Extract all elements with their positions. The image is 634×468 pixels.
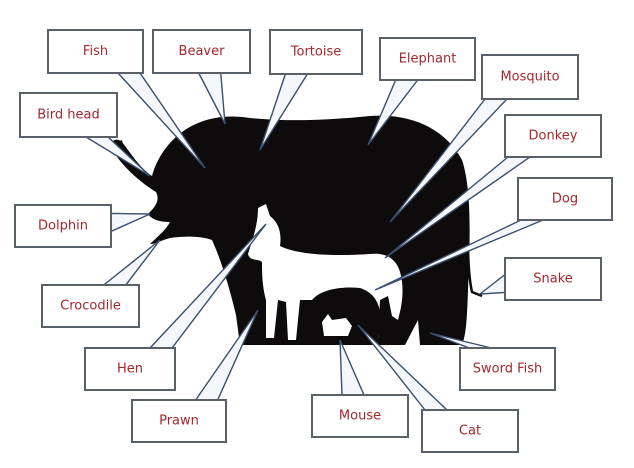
lower-animals: [312, 287, 380, 340]
label-box: [84, 347, 176, 391]
pointer-line: [477, 273, 506, 295]
label-dolphin: Dolphin: [38, 219, 88, 234]
label-box: [14, 204, 112, 248]
pointer-line: [101, 239, 161, 286]
pointer-line: [116, 72, 206, 169]
callout-prawn: Prawn: [131, 309, 259, 443]
callout-snake: Snake: [477, 257, 602, 301]
label-elephant: Elephant: [399, 52, 457, 67]
callout-dolphin: Dolphin: [14, 204, 151, 248]
callout-hen: Hen: [84, 223, 267, 391]
label-box: [504, 114, 602, 158]
pointer-line: [197, 72, 226, 125]
callout-mosquito: Mosquito: [389, 54, 579, 223]
label-box: [19, 92, 118, 138]
pointer-line: [194, 309, 259, 401]
label-snake: Snake: [533, 272, 573, 287]
callout-dog: Dog: [374, 177, 613, 291]
label-box: [131, 399, 227, 443]
label-box: [504, 257, 602, 301]
label-box: [269, 29, 363, 75]
label-box: [47, 29, 144, 74]
callout-elephant: Elephant: [367, 37, 476, 146]
label-dog: Dog: [552, 192, 578, 207]
label-mosquito: Mosquito: [500, 70, 559, 85]
callout-crocodile: Crocodile: [41, 239, 161, 328]
label-box: [421, 409, 519, 453]
label-box: [152, 29, 251, 74]
label-fish: Fish: [83, 44, 108, 59]
label-box: [311, 394, 409, 438]
label-donkey: Donkey: [529, 129, 578, 144]
callout-cat: Cat: [357, 324, 519, 453]
label-sword-fish: Sword Fish: [473, 362, 543, 377]
label-cat: Cat: [459, 424, 481, 439]
label-beaver: Beaver: [179, 44, 226, 59]
callout-beaver: Beaver: [152, 29, 251, 125]
label-crocodile: Crocodile: [60, 299, 121, 314]
pointer-line: [110, 212, 151, 233]
label-bird-head: Bird head: [37, 108, 100, 123]
callout-tortoise: Tortoise: [259, 29, 363, 151]
label-box: [459, 347, 556, 391]
callout-donkey: Donkey: [384, 114, 602, 259]
label-mouse: Mouse: [339, 409, 381, 424]
label-prawn: Prawn: [159, 414, 199, 429]
callout-sword-fish: Sword Fish: [429, 332, 556, 391]
donkey-silhouette: [248, 204, 403, 340]
label-box: [517, 177, 613, 221]
label-hen: Hen: [117, 362, 143, 377]
pointer-line: [339, 339, 366, 396]
label-box: [379, 37, 476, 81]
label-box: [481, 54, 579, 100]
callout-mouse: Mouse: [311, 339, 409, 438]
callout-fish: Fish: [47, 29, 206, 169]
label-tortoise: Tortoise: [290, 45, 341, 60]
label-box: [41, 284, 140, 328]
callout-bird-head: Bird head: [19, 92, 151, 177]
